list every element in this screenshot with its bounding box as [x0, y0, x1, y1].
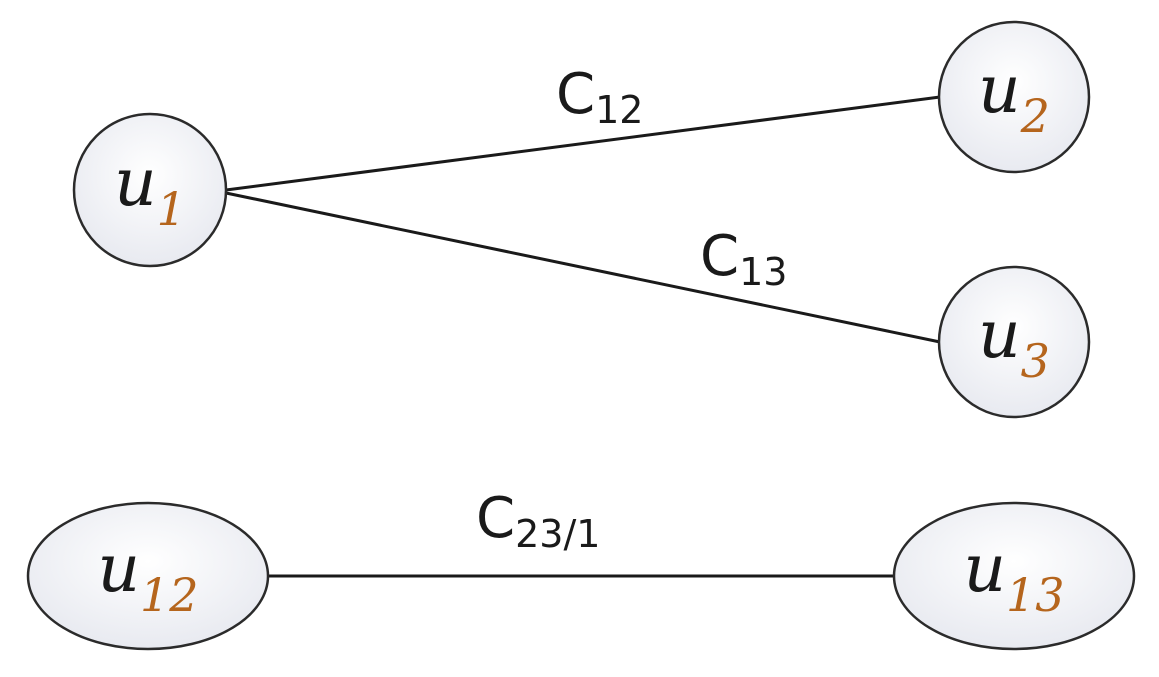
node-u3-label: u3: [978, 296, 1050, 388]
node-u12-label: u12: [97, 530, 198, 622]
node-u1-label: u1: [114, 144, 186, 236]
node-u1: u1: [72, 112, 228, 268]
edge-u1-u2: [224, 95, 942, 192]
node-u3: u3: [937, 265, 1091, 419]
node-u2-label: u2: [978, 51, 1050, 143]
node-u13: u13: [892, 501, 1136, 651]
node-u12: u12: [26, 501, 270, 651]
edge-label-c12: C12: [556, 62, 643, 132]
node-u1-shape: [72, 112, 228, 268]
node-u2: u2: [937, 20, 1091, 174]
node-u2-shape: [937, 20, 1091, 174]
node-u13-label: u13: [963, 530, 1064, 622]
edge-u1-u3: [224, 191, 942, 344]
node-u3-shape: [937, 265, 1091, 419]
edge-label-c23-1: C23/1: [476, 486, 600, 556]
node-u12-shape: [26, 501, 270, 651]
edge-label-c13: C13: [700, 224, 787, 294]
node-u13-shape: [892, 501, 1136, 651]
